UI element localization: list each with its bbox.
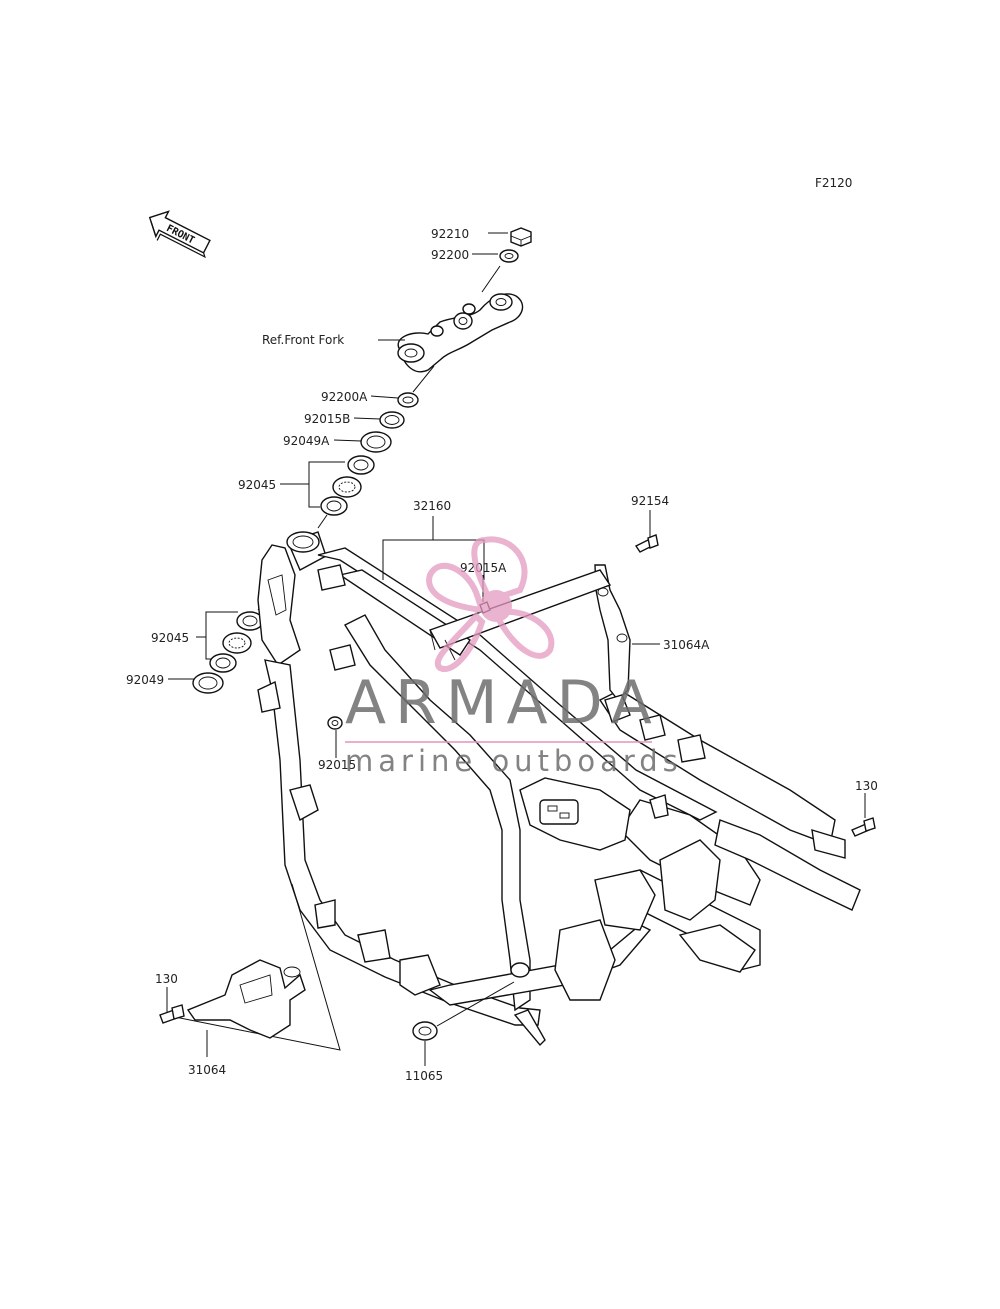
front-arrow-icon: FRONT [148, 210, 211, 259]
lower-bearing [209, 611, 264, 673]
upper-bearing [320, 455, 375, 516]
callout-92015b: 92015B [304, 412, 350, 426]
upper-fork-bracket [397, 293, 524, 373]
watermark-tagline: marine outboards [345, 744, 683, 778]
lower-dust-seal [192, 672, 224, 694]
callout-32160: 32160 [413, 499, 451, 513]
stem-lock-washer [397, 392, 419, 408]
propeller-logo-icon [426, 536, 555, 672]
callout-31064a: 31064A [663, 638, 710, 652]
stem-nut [510, 227, 532, 247]
callout-92049: 92049 [126, 673, 164, 687]
callout-92200: 92200 [431, 248, 469, 262]
bolt-130-right [851, 817, 876, 837]
callout-31064: 31064 [188, 1063, 226, 1077]
callouts: 92210 92200 Ref.Front Fork 92200A 92015B… [126, 227, 878, 1083]
callout-92015: 92015 [318, 758, 356, 772]
main-frame [257, 531, 861, 1047]
stem-washer [499, 249, 519, 263]
callout-130-left: 130 [155, 972, 178, 986]
callout-11065: 11065 [405, 1069, 443, 1083]
upper-dust-seal [360, 431, 392, 453]
callout-92045-top: 92045 [238, 478, 276, 492]
bolt-92154 [634, 534, 659, 553]
watermark-brand: ARMADA [345, 668, 661, 738]
callout-92200a: 92200A [321, 390, 368, 404]
detail-31064-bracket [159, 883, 341, 1051]
watermark: ARMADA marine outboards [345, 536, 683, 778]
callout-130-right: 130 [855, 779, 878, 793]
callout-92049a: 92049A [283, 434, 330, 448]
callout-92154: 92154 [631, 494, 669, 508]
callout-ref-front-fork: Ref.Front Fork [262, 333, 344, 347]
callout-92210: 92210 [431, 227, 469, 241]
callout-92045-left: 92045 [151, 631, 189, 645]
figure-code: F2120 [815, 176, 852, 190]
steering-stem-parts [192, 227, 532, 694]
callout-92015a: 92015A [460, 561, 507, 575]
grommet-11065 [412, 1021, 438, 1041]
stem-adjusting-nut [379, 411, 405, 429]
